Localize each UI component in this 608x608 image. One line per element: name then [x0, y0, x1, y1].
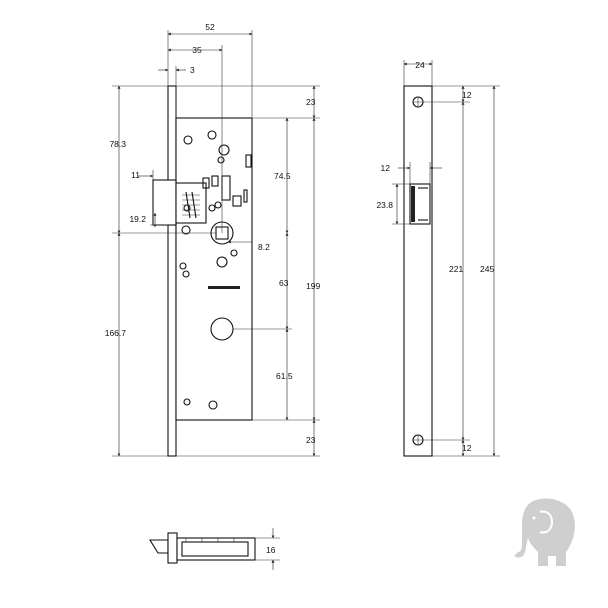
top-screw-hole: [412, 96, 424, 108]
dim-166-7: 166.7: [105, 328, 127, 338]
side-faceplate: [403, 85, 433, 457]
dim-199: 199: [306, 281, 320, 291]
dim-23-bottom: 23: [306, 435, 316, 445]
dim-12-latch: 12: [381, 163, 391, 173]
dim-245: 245: [480, 264, 494, 274]
dim-16: 16: [266, 545, 276, 555]
latch-bolt: [152, 179, 207, 226]
bottom-case: [176, 537, 256, 561]
dim-11: 11: [131, 170, 140, 180]
bottom-faceplate: [167, 532, 178, 564]
front-view: 52 35 3 23 78.3 74.5 11 19.2 8.2 199 63 …: [105, 22, 320, 457]
dim-3: 3: [190, 65, 195, 75]
side-latch: [409, 183, 431, 225]
faceplate: [167, 85, 177, 457]
dim-23-top: 23: [306, 97, 316, 107]
dim-23-8: 23.8: [376, 200, 393, 210]
dim-61-5: 61.5: [276, 371, 293, 381]
dim-24: 24: [415, 60, 425, 70]
bottom-screw-hole: [412, 434, 424, 446]
lock-case: [175, 117, 253, 421]
bottom-latch-wedge: [149, 539, 169, 554]
front-dimensions: [112, 30, 320, 457]
elephant-logo-icon: [514, 498, 575, 566]
dim-19-2: 19.2: [129, 214, 146, 224]
side-view: 24 12 12 23.8 221 245 12: [376, 60, 500, 457]
dim-8-2: 8.2: [258, 242, 270, 252]
dim-78-3: 78.3: [109, 139, 126, 149]
dim-12-bottom: 12: [462, 443, 472, 453]
dim-35: 35: [192, 45, 202, 55]
dim-52: 52: [205, 22, 215, 32]
dim-74-5: 74.5: [274, 171, 291, 181]
bottom-view: 16: [149, 528, 280, 570]
dim-63: 63: [279, 278, 289, 288]
dim-12-top: 12: [462, 90, 472, 100]
dim-221: 221: [449, 264, 463, 274]
internal-mechanism: [179, 130, 252, 410]
